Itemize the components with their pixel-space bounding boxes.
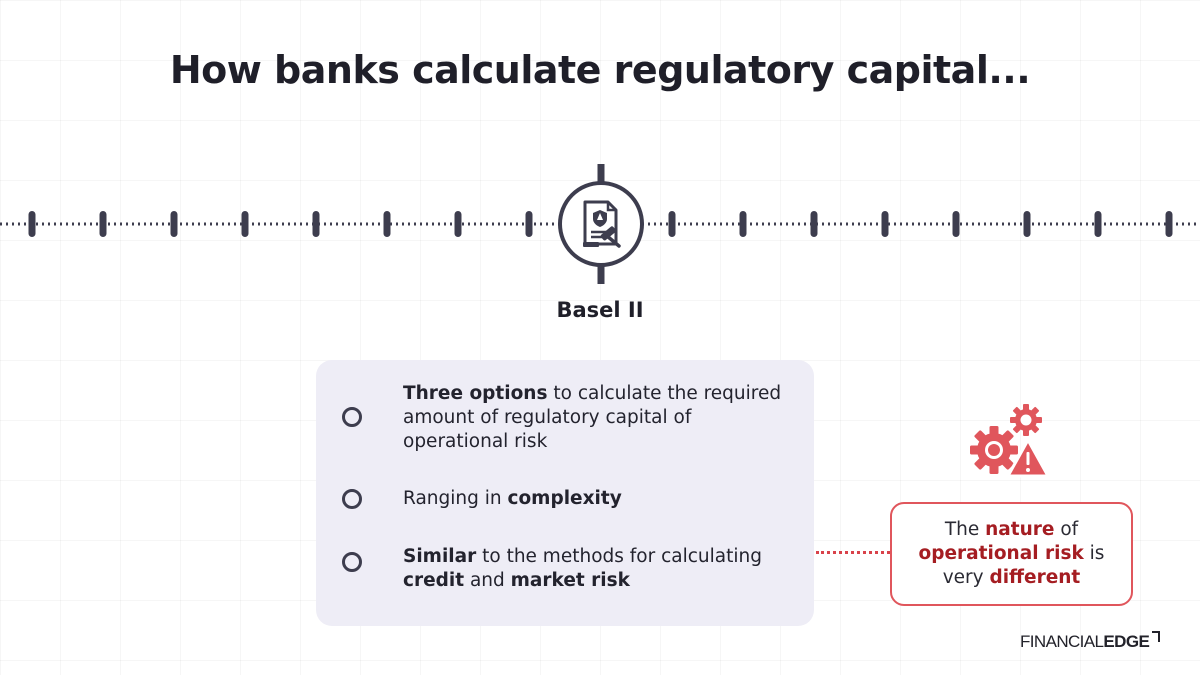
logo-text-financial: FINANCIAL (1020, 632, 1104, 651)
timeline-ticks (28, 211, 1173, 237)
basel-ii-label: Basel II (556, 298, 644, 322)
timeline-tick (810, 211, 818, 237)
timeline-center-node (558, 164, 644, 284)
callout-text: The nature of operational risk is very d… (902, 518, 1122, 590)
bold-text: different (989, 567, 1081, 588)
text-span: to calculate the required amount of regu… (403, 383, 782, 452)
logo-text-edge: EDGE (1103, 632, 1150, 651)
timeline-tick (1094, 211, 1102, 237)
timeline-tick (952, 211, 960, 237)
text-span: is very (942, 543, 1105, 588)
timeline-tick (1165, 211, 1173, 237)
bold-text: credit (403, 570, 465, 591)
text-span: of (1054, 519, 1079, 540)
text-span: The (944, 519, 986, 540)
timeline-tick (28, 211, 36, 237)
bold-text: Similar (403, 546, 477, 567)
operational-risk-callout: The nature of operational risk is very d… (890, 502, 1133, 606)
list-item-text: Three options to calculate the required … (403, 382, 798, 454)
timeline (0, 164, 1200, 284)
page-title: How banks calculate regulatory capital..… (169, 48, 1031, 92)
timeline-tick (241, 211, 249, 237)
bold-text: market risk (510, 570, 630, 591)
list-item-text: Ranging in complexity (403, 487, 798, 511)
radio-circle-icon (342, 489, 362, 509)
text-span: and (464, 570, 511, 591)
text-span: Ranging in (403, 488, 508, 509)
timeline-tick (312, 211, 320, 237)
timeline-tick (383, 211, 391, 237)
bold-text: Three options (403, 383, 548, 404)
timeline-tick (454, 211, 462, 237)
text-span: to the methods for calculating (476, 546, 762, 567)
radio-circle-icon (342, 552, 362, 572)
bold-text: operational risk (918, 543, 1084, 564)
bold-text: complexity (507, 488, 622, 509)
timeline-tick (881, 211, 889, 237)
options-card: Three options to calculate the required … (316, 360, 814, 626)
timeline-tick (739, 211, 747, 237)
radio-circle-icon (342, 407, 362, 427)
timeline-tick (525, 211, 533, 237)
gears-warning-icon (970, 404, 1050, 478)
logo-corner-mark-icon (1152, 631, 1161, 642)
timeline-tick (1023, 211, 1031, 237)
timeline-tick (668, 211, 676, 237)
timeline-tick (99, 211, 107, 237)
bold-text: nature (985, 519, 1055, 540)
legal-document-gavel-icon (583, 200, 621, 248)
list-item-text: Similar to the methods for calculating c… (403, 545, 798, 593)
dotted-connector (816, 551, 890, 554)
timeline-tick (170, 211, 178, 237)
